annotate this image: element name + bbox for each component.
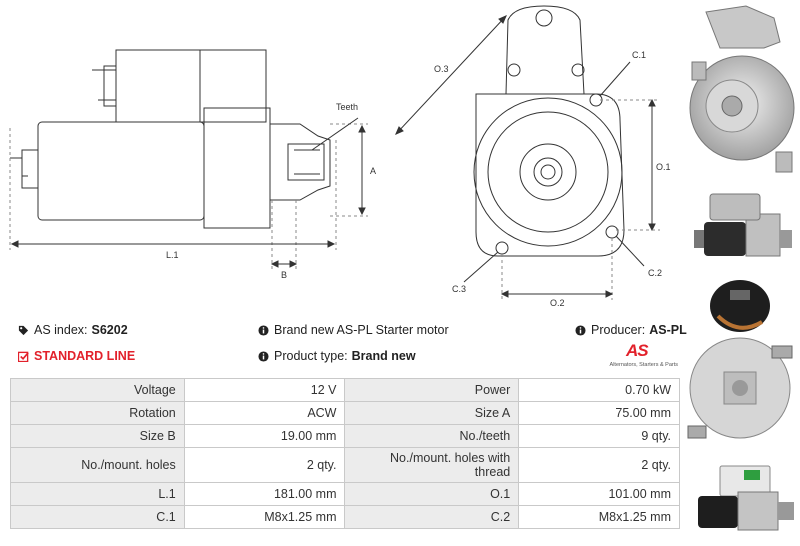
spec-label: Size B	[10, 424, 185, 448]
label-a: A	[370, 166, 376, 176]
spec-value: M8x1.25 mm	[518, 505, 680, 529]
spec-label: No./mount. holes with thread	[344, 447, 520, 483]
spec-label: C.1	[10, 505, 185, 529]
front-housing	[473, 97, 623, 247]
table-row: Rotation ACW Size A 75.00 mm	[10, 401, 680, 425]
standard-line-row: STANDARD LINE	[18, 349, 135, 363]
table-row: L.1 181.00 mm O.1 101.00 mm	[10, 482, 680, 506]
spec-value: M8x1.25 mm	[183, 505, 346, 529]
spec-label: Size A	[344, 401, 520, 425]
label-b: B	[281, 270, 287, 280]
spec-label: No./mount. holes	[10, 447, 185, 483]
checkbox-icon	[18, 351, 29, 362]
producer-label: Producer:	[591, 323, 646, 337]
as-index-label: AS index:	[34, 323, 88, 337]
spec-value: 2 qty.	[183, 447, 346, 483]
label-o2: O.2	[550, 298, 565, 308]
spec-value: 181.00 mm	[183, 482, 346, 506]
description-row: Brand new AS-PL Starter motor	[258, 323, 449, 337]
table-row: Voltage 12 V Power 0.70 kW	[10, 378, 680, 402]
product-type-label: Product type:	[274, 349, 348, 363]
label-o1: O.1	[656, 162, 671, 172]
label-c3: C.3	[452, 284, 466, 294]
technical-drawing: Teeth A B L.1 O.3 C.1 O.1 C.2 C.3 O.2	[9, 5, 671, 308]
photo-boxed-view[interactable]	[684, 452, 800, 542]
spec-value: 101.00 mm	[518, 482, 680, 506]
as-index-row: AS index: S6202	[18, 323, 128, 337]
logo-tagline: Alternators, Starters & Parts	[609, 362, 678, 368]
spec-label: C.2	[344, 505, 520, 529]
label-c1: C.1	[632, 50, 646, 60]
product-photos	[684, 0, 800, 546]
spec-value: 12 V	[183, 378, 346, 402]
producer-value: AS-PL	[649, 323, 687, 337]
label-c2: C.2	[648, 268, 662, 278]
solenoid	[115, 49, 267, 123]
product-type-row: Product type: Brand new	[258, 349, 416, 363]
spec-label: No./teeth	[344, 424, 520, 448]
spec-label: O.1	[344, 482, 520, 506]
as-index-value: S6202	[91, 323, 128, 337]
product-type-value: Brand new	[351, 349, 416, 363]
specs-table: Voltage 12 V Power 0.70 kW Rotation ACW …	[10, 378, 680, 529]
tag-icon	[18, 325, 29, 335]
table-row: C.1 M8x1.25 mm C.2 M8x1.25 mm	[10, 505, 680, 529]
label-l1: L.1	[166, 250, 179, 260]
standard-line-label: STANDARD LINE	[34, 349, 136, 363]
info-icon	[575, 324, 586, 336]
spec-value: ACW	[183, 401, 346, 425]
spec-label: L.1	[10, 482, 185, 506]
logo-mark: AS	[626, 341, 649, 360]
info-icon	[258, 324, 269, 336]
label-o3: O.3	[434, 64, 449, 74]
spec-value: 19.00 mm	[183, 424, 346, 448]
spec-label: Power	[344, 378, 520, 402]
table-row: No./mount. holes 2 qty. No./mount. holes…	[10, 447, 680, 483]
photo-rear-view[interactable]	[684, 276, 800, 446]
producer-row: Producer: AS-PL	[575, 323, 687, 337]
label-teeth: Teeth	[336, 102, 358, 112]
spec-value: 0.70 kW	[518, 378, 680, 402]
photo-front-view[interactable]	[684, 2, 800, 180]
spec-value: 9 qty.	[518, 424, 680, 448]
spec-value: 2 qty.	[518, 447, 680, 483]
description-text: Brand new AS-PL Starter motor	[274, 323, 449, 337]
table-row: Size B 19.00 mm No./teeth 9 qty.	[10, 424, 680, 448]
photo-side-view[interactable]	[684, 184, 800, 264]
spec-value: 75.00 mm	[518, 401, 680, 425]
spec-label: Rotation	[10, 401, 185, 425]
spec-label: Voltage	[10, 378, 185, 402]
motor-body	[37, 121, 205, 221]
producer-logo: AS Alternators, Starters & Parts	[598, 341, 678, 371]
info-icon	[258, 350, 269, 362]
